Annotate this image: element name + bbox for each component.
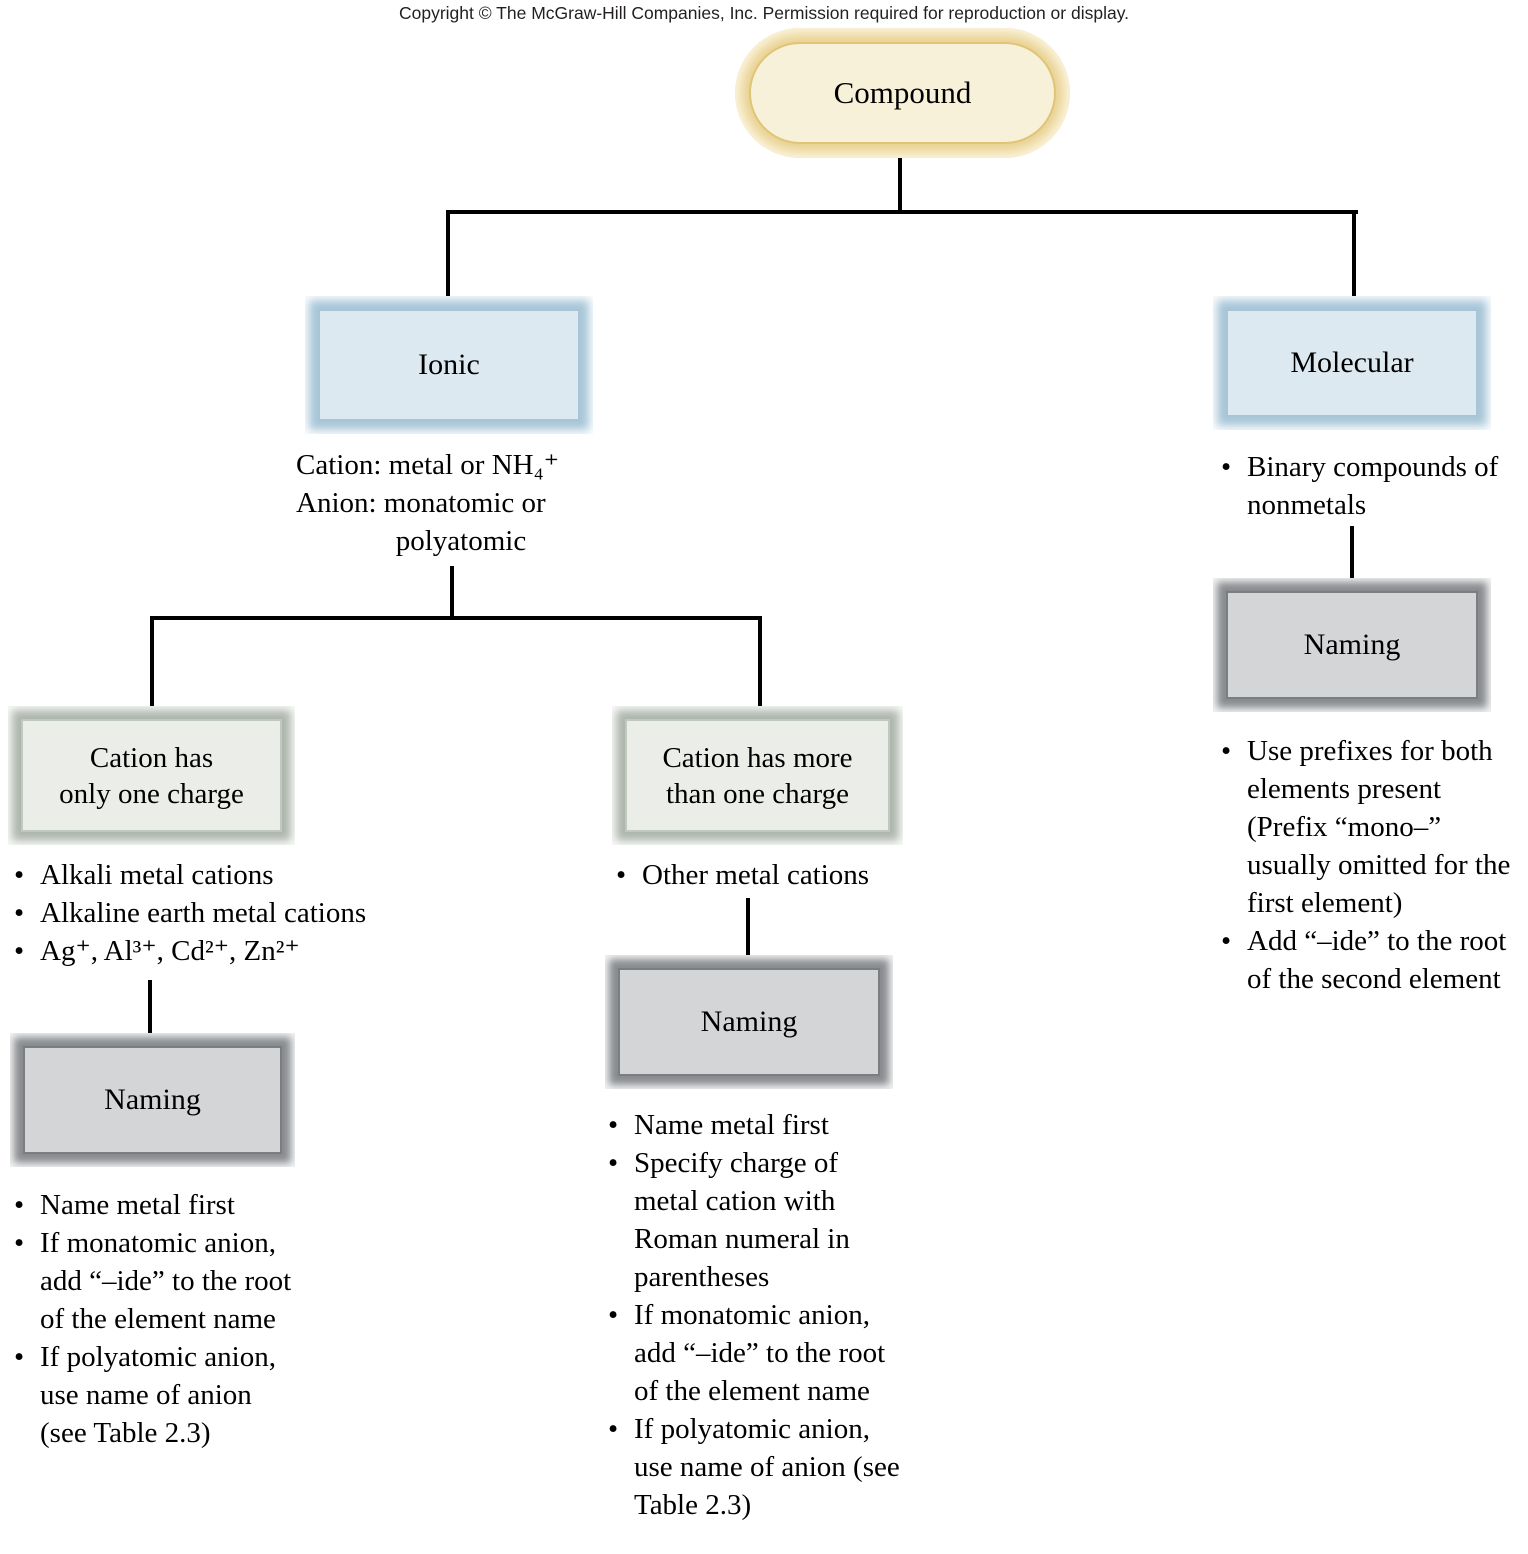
connector-molecular-naming — [1350, 526, 1354, 580]
connector-one-charge-naming — [148, 980, 152, 1033]
node-one-charge-label-line: Cation has — [89, 741, 214, 774]
node-ionic-label: Ionic — [318, 309, 580, 421]
node-compound: Compound — [735, 28, 1070, 158]
node-ionic: Ionic — [305, 296, 593, 434]
node-naming-molecular: Naming — [1213, 578, 1491, 712]
copyright-notice: Copyright © The McGraw-Hill Companies, I… — [398, 3, 1130, 23]
connector-to-molecular — [1352, 212, 1356, 298]
multi-charge-examples: Other metal cations — [608, 856, 938, 894]
ionic-description-line: Anion: monatomic or — [296, 487, 546, 519]
multi-charge-naming-bullet: If monatomic anion, add “–ide” to the ro… — [600, 1296, 902, 1410]
molecular-naming-bullet: Use prefixes for both elements present (… — [1213, 732, 1525, 922]
connector-ionic-branch — [150, 616, 762, 620]
molecular-naming-bullet: Add “–ide” to the root of the second ele… — [1213, 922, 1525, 998]
node-one-charge-label-line: only one charge — [59, 777, 244, 810]
ionic-description: Cation: metal or NH₄⁺ Anion: monatomic o… — [296, 446, 626, 560]
multi-charge-naming-bullet: Specify charge of metal cation with Roma… — [600, 1144, 902, 1296]
one-charge-bullet: Alkaline earth metal cations — [6, 894, 446, 932]
molecular-description: Binary compounds of nonmetals — [1213, 448, 1513, 524]
node-compound-label: Compound — [749, 42, 1056, 144]
ionic-description-line: polyatomic — [395, 525, 527, 557]
connector-to-multi-charge — [758, 618, 762, 708]
node-multi-charge-label-line: Cation has more — [662, 741, 853, 774]
connector-to-one-charge — [150, 618, 154, 708]
connector-root-stem — [898, 156, 902, 214]
one-charge-bullet: Ag⁺, Al³⁺, Cd²⁺, Zn²⁺ — [6, 932, 446, 970]
multi-charge-naming-bullet: If polyatomic anion, use name of anion (… — [600, 1410, 902, 1524]
node-multi-charge-label: Cation has more than one charge — [625, 719, 890, 832]
node-naming-molecular-label: Naming — [1226, 591, 1478, 699]
node-one-charge: Cation has only one charge — [8, 706, 295, 845]
multi-charge-naming-bullet: Name metal first — [600, 1106, 902, 1144]
one-charge-naming-bullet: If monatomic anion, add “–ide” to the ro… — [6, 1224, 302, 1338]
one-charge-bullet: Alkali metal cations — [6, 856, 446, 894]
node-naming-multi-charge-label: Naming — [618, 968, 880, 1076]
node-one-charge-label: Cation has only one charge — [21, 719, 282, 832]
one-charge-naming-rules: Name metal first If monatomic anion, add… — [6, 1186, 302, 1452]
connector-multi-charge-naming — [746, 898, 750, 955]
molecular-bullet: Binary compounds of nonmetals — [1213, 448, 1513, 524]
connector-root-branch — [446, 210, 1358, 214]
connector-ionic-stem — [450, 566, 454, 618]
multi-charge-naming-rules: Name metal first Specify charge of metal… — [600, 1106, 902, 1524]
connector-to-ionic — [446, 212, 450, 298]
one-charge-examples: Alkali metal cations Alkaline earth meta… — [6, 856, 446, 970]
node-naming-multi-charge: Naming — [605, 955, 893, 1089]
ionic-description-line: Cation: metal or NH₄⁺ — [296, 449, 560, 481]
node-naming-one-charge-label: Naming — [23, 1046, 282, 1154]
node-molecular-label: Molecular — [1226, 309, 1478, 417]
molecular-naming-rules: Use prefixes for both elements present (… — [1213, 732, 1525, 998]
one-charge-naming-bullet: Name metal first — [6, 1186, 302, 1224]
node-multi-charge: Cation has more than one charge — [612, 706, 903, 845]
node-molecular: Molecular — [1213, 296, 1491, 430]
node-naming-one-charge: Naming — [10, 1033, 295, 1167]
multi-charge-bullet: Other metal cations — [608, 856, 938, 894]
node-multi-charge-label-line: than one charge — [665, 777, 850, 810]
one-charge-naming-bullet: If polyatomic anion, use name of anion (… — [6, 1338, 302, 1452]
